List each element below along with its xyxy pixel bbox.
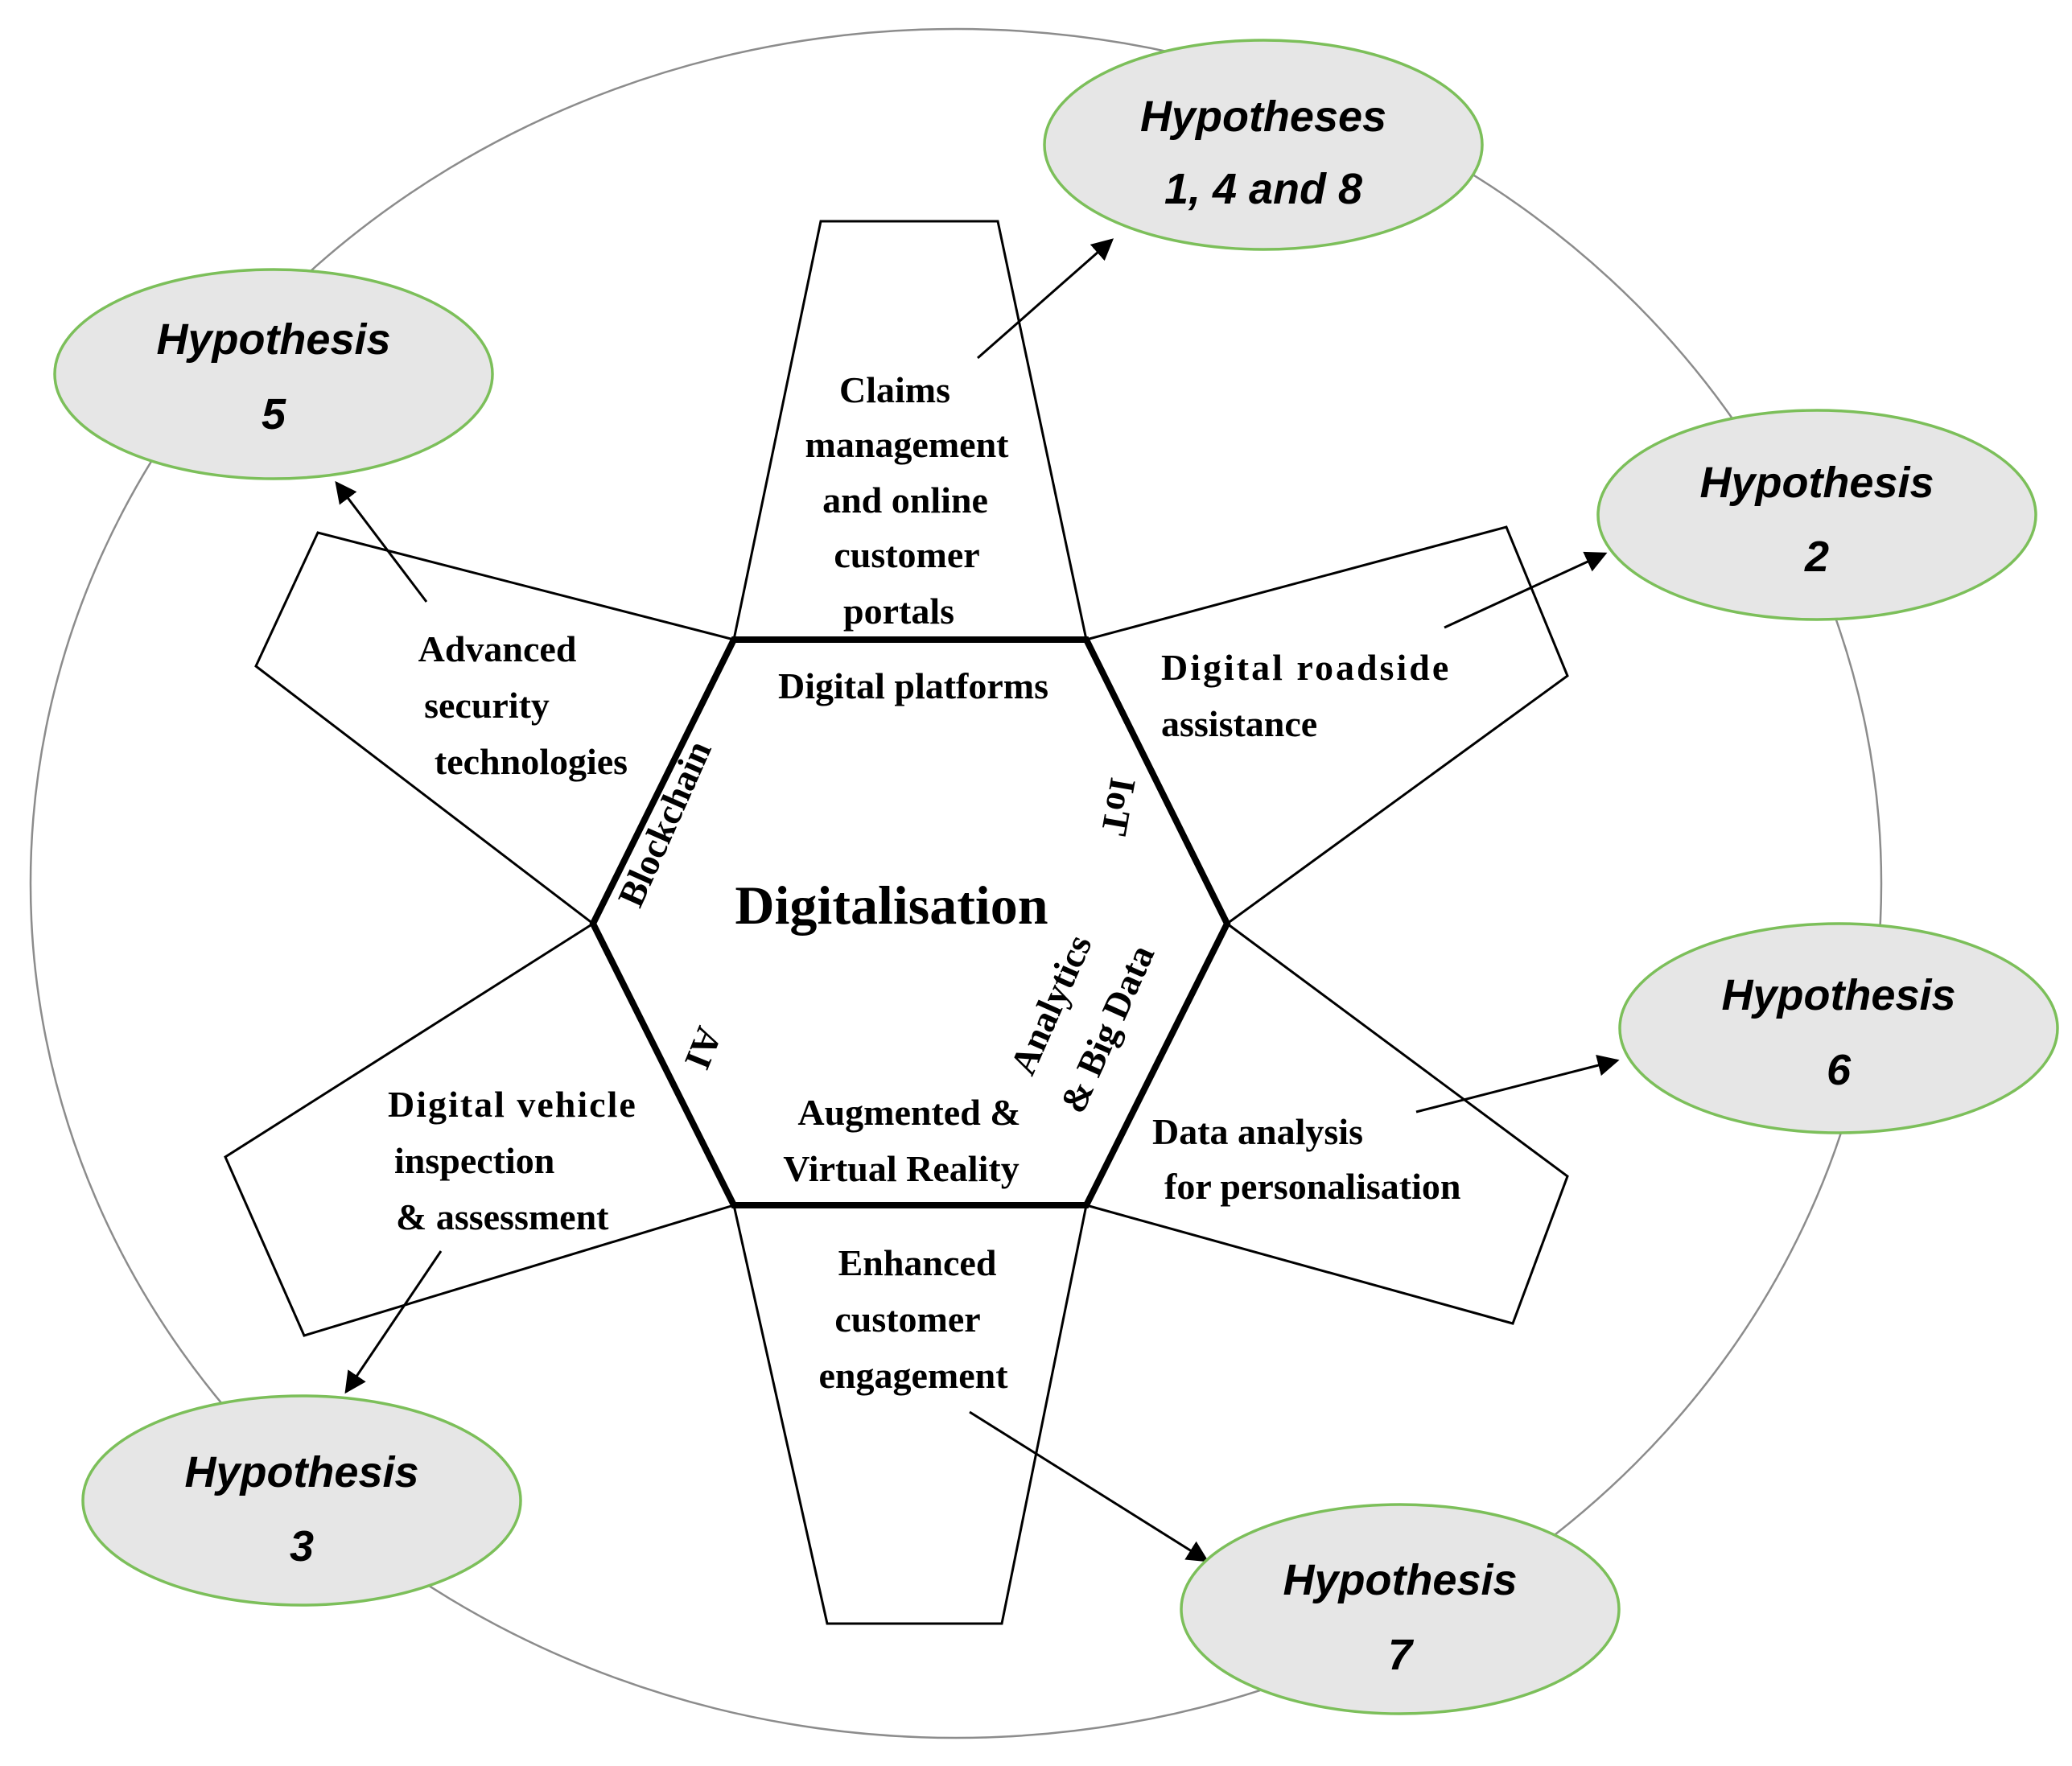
- hypothesis-ellipses: [53, 39, 2059, 1715]
- panel-top-line-4: customer: [834, 534, 979, 575]
- ellipse-hypothesis-5: [53, 268, 494, 480]
- outer-circle: [29, 27, 1883, 1739]
- panel-top-line-5: portals: [843, 591, 954, 632]
- panels: [224, 220, 1569, 1625]
- hypothesis-2-label-2: 2: [1804, 533, 1829, 581]
- center-hexagon: [589, 636, 1231, 1208]
- arrow-to-hypothesis-3: [344, 1250, 443, 1394]
- panel-bottom-line-3: engagement: [818, 1355, 1008, 1396]
- center-title: Digitalisation: [735, 875, 1048, 936]
- arrow-to-hypothesis-5: [335, 480, 428, 603]
- hypothesis-6-label-2: 6: [1827, 1046, 1852, 1094]
- arrow-to-hypotheses-148: [977, 238, 1114, 360]
- ellipse-hypothesis-2: [1596, 409, 2037, 621]
- panel-top-line-2: management: [805, 424, 1010, 465]
- panel-upper-right-line-1: Digital roadside: [1161, 647, 1451, 688]
- hypothesis-7-label-1: Hypothesis: [1283, 1556, 1517, 1604]
- hypothesis-3-label-2: 3: [290, 1522, 314, 1570]
- ellipse-hypothesis-7: [1180, 1503, 1621, 1715]
- panel-upper-left-line-1: Advanced: [418, 628, 577, 669]
- hex-label-digital-platforms: Digital platforms: [778, 665, 1048, 706]
- hex-label-augmented-2: Virtual Reality: [783, 1148, 1019, 1189]
- arrow-to-hypothesis-2: [1444, 551, 1608, 629]
- arrow-to-hypothesis-7: [969, 1410, 1209, 1562]
- panel-bottom-line-1: Enhanced: [838, 1242, 997, 1283]
- hypotheses-148-label-1: Hypotheses: [1140, 93, 1386, 141]
- arrows: [335, 238, 1620, 1562]
- panel-bottom-line-2: customer: [834, 1299, 980, 1340]
- panel-upper-right-line-2: assistance: [1161, 703, 1317, 744]
- panel-lower-left-line-1: Digital vehicle: [388, 1084, 637, 1125]
- hypothesis-6-label-1: Hypothesis: [1721, 971, 1955, 1019]
- panel-lower-right-line-1: Data analysis: [1152, 1111, 1363, 1152]
- hypothesis-3-label-1: Hypothesis: [184, 1448, 418, 1496]
- hypothesis-5-label-1: Hypothesis: [156, 315, 390, 364]
- arrow-to-hypothesis-6: [1415, 1054, 1620, 1114]
- hypothesis-5-label-2: 5: [262, 390, 286, 438]
- panel-lower-left-line-2: inspection: [394, 1140, 554, 1181]
- hypotheses-148-label-2: 1, 4 and 8: [1164, 165, 1362, 213]
- hypothesis-7-label-2: 7: [1388, 1631, 1415, 1679]
- panel-top-line-1: Claims: [839, 369, 950, 410]
- hex-label-augmented-1: Augmented &: [797, 1092, 1020, 1133]
- panel-upper-left-line-2: security: [424, 685, 550, 726]
- ellipse-hypothesis-6: [1618, 922, 2059, 1134]
- hex-label-iot: IoT: [1094, 775, 1144, 838]
- panel-top-line-3: and online: [822, 480, 988, 521]
- panel-upper-left-line-3: technologies: [435, 741, 628, 782]
- hypothesis-2-label-1: Hypothesis: [1699, 459, 1934, 507]
- ellipse-hypotheses-148: [1043, 39, 1484, 251]
- panel-lower-right-line-2: for personalisation: [1164, 1166, 1460, 1207]
- panel-lower-left-line-3: & assessment: [396, 1196, 609, 1237]
- ellipse-hypothesis-3: [81, 1394, 522, 1607]
